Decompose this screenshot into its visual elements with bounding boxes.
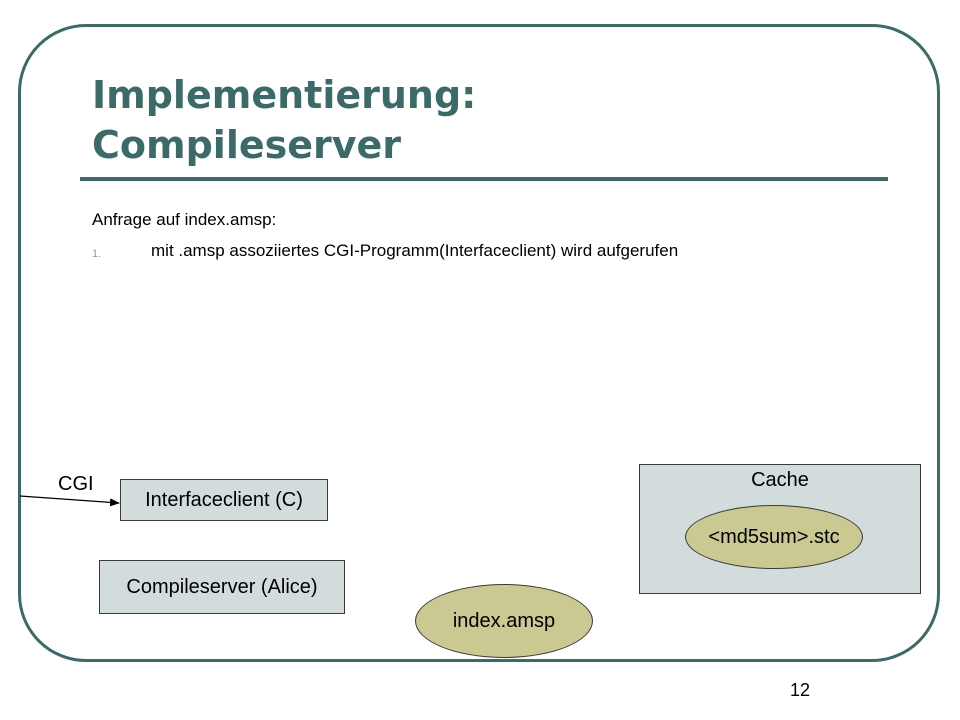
interfaceclient-label: Interfaceclient (C) — [145, 488, 303, 511]
index-file-label: index.amsp — [452, 609, 556, 632]
cgi-label: CGI — [58, 473, 94, 495]
slide-title: Implementierung: Compileserver — [92, 70, 476, 170]
list-item-number: 1. — [92, 248, 102, 260]
index-file-ellipse: index.amsp — [415, 584, 593, 658]
cache-label: Cache — [751, 469, 809, 491]
page-number: 12 — [790, 680, 811, 700]
title-underline — [80, 177, 888, 181]
intro-text: Anfrage auf index.amsp: — [92, 210, 277, 229]
slide-frame — [18, 24, 940, 662]
title-line-1: Implementierung: — [92, 73, 477, 117]
compileserver-label: Compileserver (Alice) — [126, 575, 318, 598]
interfaceclient-box: Interfaceclient (C) — [120, 479, 328, 521]
cache-file-label: <md5sum>.stc — [708, 525, 840, 548]
cache-file-ellipse: <md5sum>.stc — [685, 505, 863, 569]
list-item-text: mit .amsp assoziiertes CGI-Programm(Inte… — [151, 241, 679, 260]
compileserver-box: Compileserver (Alice) — [99, 560, 345, 614]
title-line-2: Compileserver — [92, 123, 402, 167]
